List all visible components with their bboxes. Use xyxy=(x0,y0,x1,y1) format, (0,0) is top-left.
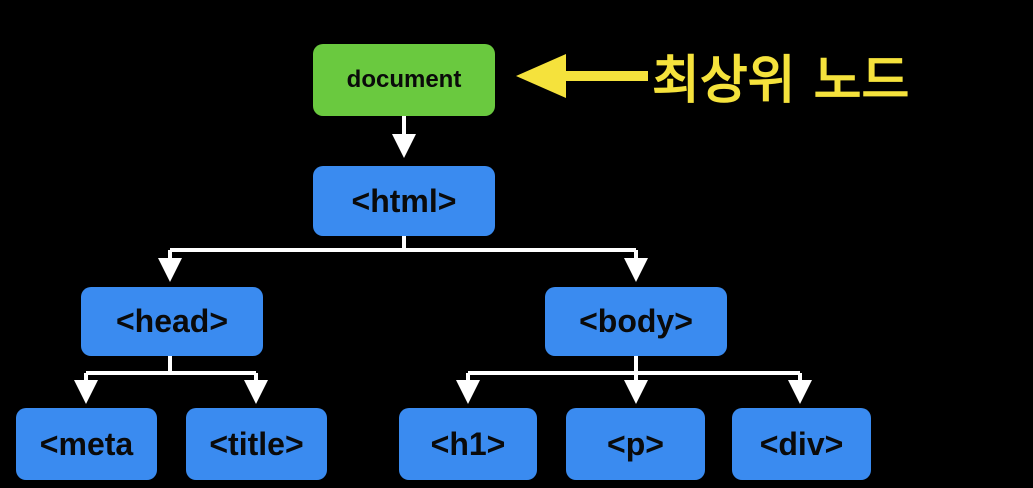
node-head: <head> xyxy=(81,287,263,356)
node-html: <html> xyxy=(313,166,495,236)
node-meta: <meta xyxy=(16,408,157,480)
callout-label: 최상위 노드 xyxy=(652,50,910,111)
node-h1: <h1> xyxy=(399,408,537,480)
node-div: <div> xyxy=(732,408,871,480)
node-title: <title> xyxy=(186,408,327,480)
node-p: <p> xyxy=(566,408,705,480)
callout-arrow-head xyxy=(516,54,566,98)
node-document: document xyxy=(313,44,495,116)
node-body: <body> xyxy=(545,287,727,356)
